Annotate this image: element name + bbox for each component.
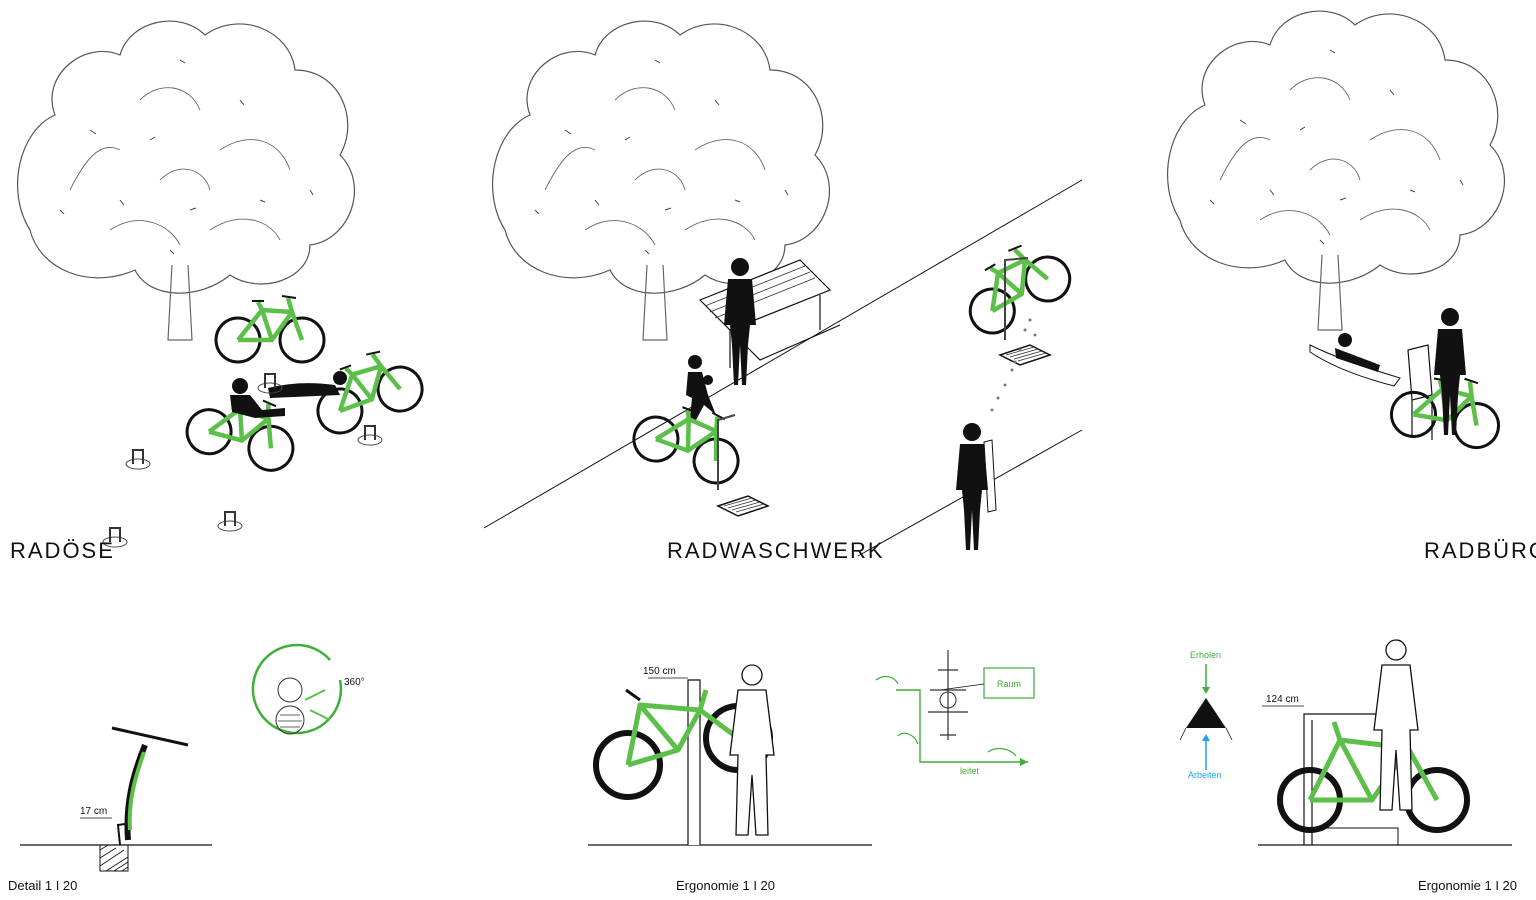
person-silhouette-icon (724, 258, 756, 385)
bike-loop-icon (357, 425, 383, 446)
wash-ergonomics-drawing: 150 cm (588, 664, 872, 846)
caption-detail: Detail 1 I 20 (8, 878, 78, 893)
detail-height-label: 17 cm (80, 806, 107, 817)
panel-radbuero: Erholen Arbeiten 124 cm (1166, 10, 1512, 846)
bicycle-icon (951, 230, 1078, 341)
title-radbuero: RADBÜRO (1424, 538, 1536, 563)
person-silhouette-icon (268, 371, 347, 398)
standing-man-outline (729, 664, 775, 836)
rotation-label: 360° (344, 677, 365, 688)
rotation-diagram: 360° (251, 643, 365, 735)
tree-icon (16, 20, 356, 341)
triangle-icon (1186, 698, 1226, 728)
caption-ergonomie-middle: Ergonomie 1 I 20 (676, 878, 776, 893)
caption-ergonomie-right: Ergonomie 1 I 20 (1418, 878, 1518, 893)
triangle-diagram: Erholen Arbeiten (1179, 650, 1233, 780)
drain-grate-icon (717, 495, 769, 517)
bike-loop-icon (217, 511, 243, 532)
arbeiten-label: Arbeiten (1188, 770, 1222, 780)
wash-rack-post (717, 414, 736, 490)
raum-label: Raum (997, 679, 1021, 689)
wash-column (983, 439, 997, 513)
leitet-label: leitet (960, 766, 980, 776)
raum-box (983, 667, 1035, 699)
person-silhouette-icon (686, 355, 716, 420)
person-silhouette-icon (230, 378, 285, 418)
panel-radoese: 17 cm 360° (16, 20, 429, 872)
tree-icon (1166, 10, 1506, 331)
title-radoese: RADÖSE (10, 538, 115, 563)
drain-grate-icon (999, 344, 1051, 366)
bike-loop-icon (125, 449, 151, 470)
hammock-icon (1309, 333, 1401, 387)
seated-man-outline (1373, 639, 1419, 811)
radoese-detail-drawing: 17 cm (20, 726, 212, 872)
bicycle-icon (216, 296, 324, 362)
erholen-label: Erholen (1190, 650, 1221, 660)
water-spray (990, 318, 1037, 412)
desk-icon (1407, 344, 1433, 440)
bicycle-icon (628, 390, 752, 489)
desk-height-label: 124 cm (1266, 694, 1299, 705)
office-ergonomics-drawing: 124 cm (1258, 639, 1512, 846)
flow-diagram: Raum leitet (875, 650, 1035, 776)
title-radwaschwerk: RADWASCHWERK (667, 538, 885, 563)
person-silhouette-icon (956, 423, 988, 550)
panel-radwaschwerk: 150 cm Raum leitet (483, 20, 1083, 846)
wash-height-label: 150 cm (643, 666, 676, 677)
bench-icon (698, 259, 841, 368)
wash-rack-post (1004, 257, 1029, 340)
